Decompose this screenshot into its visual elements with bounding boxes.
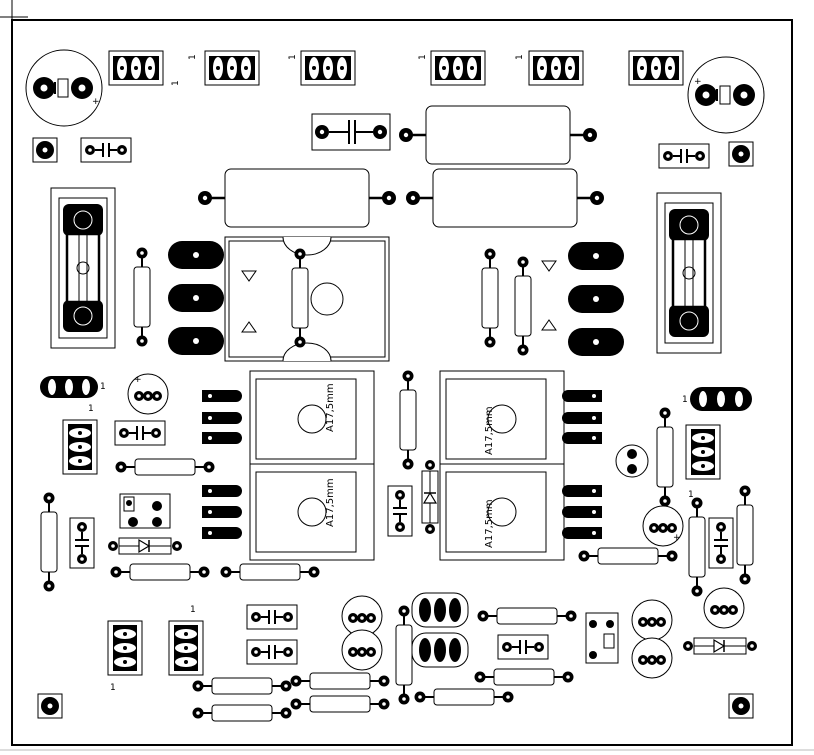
power-transistor-left — [224, 236, 390, 362]
header-small-right: 1 1 — [682, 387, 752, 500]
driver-transistor-labels: A17,5mm A17,5mm A17,5mm A17,5mm — [325, 383, 495, 548]
sensor-right — [615, 444, 649, 478]
transistor-pads-left — [168, 241, 224, 355]
pin1-label: 1 — [515, 54, 525, 60]
electrolytic-capacitor-left: + — [25, 49, 103, 127]
power-transistor-right — [541, 260, 557, 331]
center-pad-block — [411, 592, 469, 668]
header-vertical-group: 1 1 — [62, 419, 721, 693]
pin1-label: 1 — [288, 54, 298, 60]
pin1-label: 1 — [88, 404, 94, 414]
pin1-label: 1 — [171, 80, 181, 86]
pin1-label: 1 — [418, 54, 428, 60]
svg-text:+: + — [92, 97, 100, 107]
pin1-label: 1 — [188, 54, 198, 60]
pin1-label: 1 — [688, 490, 694, 500]
trimmer-right — [585, 612, 619, 664]
pin1-label: 1 — [110, 683, 116, 693]
fuse-holder-left — [49, 186, 117, 350]
heatsink-size-label: A17,5mm — [325, 478, 336, 527]
electrolytic-capacitor-right: + — [687, 56, 765, 134]
svg-text:+: + — [134, 375, 142, 385]
crop-mark — [0, 0, 28, 28]
heatsink-size-label: A17,5mm — [484, 499, 495, 548]
heatsink-size-label: A17,5mm — [325, 383, 336, 432]
pin1-label: 1 — [100, 382, 106, 392]
svg-text:+: + — [694, 77, 702, 87]
pin1-labels-top: 1 1 1 1 1 — [171, 54, 525, 86]
svg-text:+: + — [673, 533, 681, 543]
transistor-pads-right — [568, 242, 624, 356]
fuse-holder-right — [655, 191, 723, 355]
small-transistors: + + — [127, 373, 745, 679]
pin1-label: 1 — [682, 395, 688, 405]
power-resistors — [196, 104, 606, 229]
header-small-left: 1 1 — [40, 376, 106, 414]
board-outline — [11, 19, 793, 746]
capacitor-top-center — [311, 113, 391, 151]
heatsink-size-label: A17,5mm — [484, 406, 495, 455]
pin1-label: 1 — [190, 605, 196, 615]
trimmer-left — [119, 493, 171, 529]
